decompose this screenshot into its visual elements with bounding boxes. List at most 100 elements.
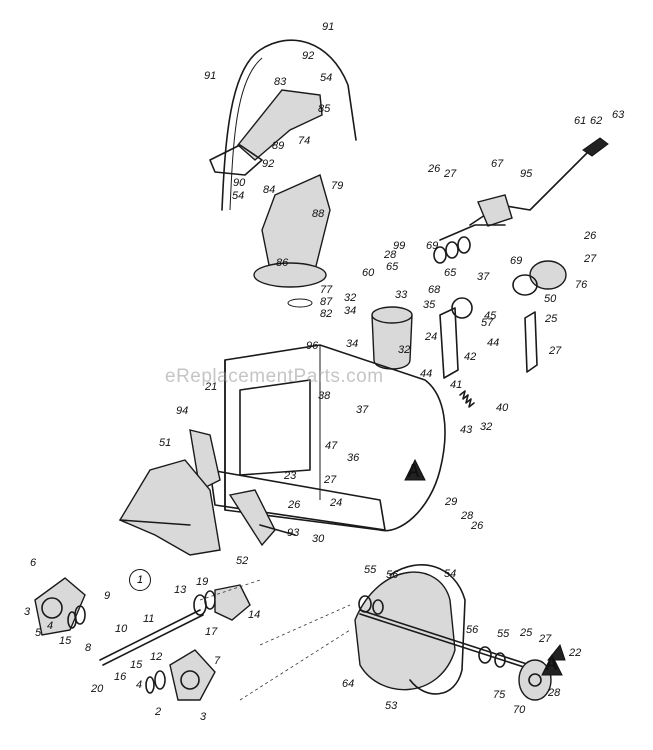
callout-label: 29 bbox=[445, 496, 458, 508]
callout-label: 27 bbox=[539, 633, 552, 645]
callout-label: 38 bbox=[318, 390, 331, 402]
callout-label: 36 bbox=[347, 452, 360, 464]
chute-deflector bbox=[237, 89, 323, 161]
callout-label: 47 bbox=[325, 440, 338, 452]
callout-label: 30 bbox=[312, 533, 325, 545]
callout-label: 86 bbox=[276, 257, 289, 269]
callout-label: 4 bbox=[136, 679, 143, 691]
chute-ring bbox=[253, 262, 327, 288]
callout-label: 33 bbox=[395, 289, 408, 301]
callout-label: 70 bbox=[513, 704, 526, 716]
callout-label: 35 bbox=[423, 299, 436, 311]
callout-label: 92 bbox=[302, 50, 315, 62]
callout-label: 54 bbox=[444, 568, 457, 580]
callout-label: 5 bbox=[35, 627, 42, 639]
callout-label: 53 bbox=[385, 700, 398, 712]
callout-label: 20 bbox=[91, 683, 104, 695]
auger-axle bbox=[359, 609, 531, 666]
callout-label: 23 bbox=[284, 470, 297, 482]
callout-label: 32 bbox=[398, 344, 411, 356]
callout-label: 28 bbox=[461, 510, 474, 522]
callout-label: 37 bbox=[356, 404, 369, 416]
callout-label: 84 bbox=[263, 184, 276, 196]
callout-label: 6 bbox=[30, 557, 37, 569]
cover-plate bbox=[214, 584, 251, 621]
callout-label: 12 bbox=[150, 651, 163, 663]
callout-label: 40 bbox=[496, 402, 509, 414]
callout-label: 54 bbox=[232, 190, 245, 202]
callout-label: 25 bbox=[520, 627, 533, 639]
callout-label: 63 bbox=[612, 109, 625, 121]
callout-label: 11 bbox=[143, 613, 155, 625]
gear-case-right bbox=[169, 649, 216, 701]
callout-label: 69 bbox=[510, 255, 523, 267]
callout-label: 74 bbox=[298, 135, 311, 147]
callout-label: 95 bbox=[520, 168, 533, 180]
callout-label: 69 bbox=[426, 240, 439, 252]
callout-label: 27 bbox=[444, 168, 457, 180]
callout-label: 21 bbox=[205, 381, 218, 393]
callout-label: 17 bbox=[205, 626, 218, 638]
callout-label: 14 bbox=[248, 609, 261, 621]
callout-label: 26 bbox=[471, 520, 484, 532]
callout-label: 43 bbox=[460, 424, 473, 436]
spring bbox=[459, 390, 475, 408]
callout-label: 75 bbox=[493, 689, 506, 701]
callout-label: 24 bbox=[330, 497, 343, 509]
callout-label: 44 bbox=[420, 368, 433, 380]
callout-label: 88 bbox=[312, 208, 325, 220]
callout-label: 28 bbox=[384, 249, 397, 261]
callout-label: 56 bbox=[466, 624, 479, 636]
side-plate bbox=[439, 307, 459, 379]
callout-label: 79 bbox=[331, 180, 344, 192]
callout-label: 26 bbox=[584, 230, 597, 242]
callout-label: 61 bbox=[574, 115, 587, 127]
callout-label: 93 bbox=[287, 527, 300, 539]
callout-label: 92 bbox=[262, 158, 275, 170]
chute-control-rod bbox=[221, 39, 357, 211]
callout-label: 27 bbox=[584, 253, 597, 265]
auger-spiral-left bbox=[354, 571, 456, 691]
marker-a bbox=[404, 458, 426, 481]
callout-label: 82 bbox=[320, 308, 333, 320]
callout-label: 3 bbox=[24, 606, 31, 618]
callout-label: 16 bbox=[114, 671, 127, 683]
auger-bearing bbox=[518, 659, 552, 701]
callout-label: 4 bbox=[47, 620, 54, 632]
callout-label: 87 bbox=[320, 296, 333, 308]
callout-label: 15 bbox=[59, 635, 72, 647]
callout-label: 3 bbox=[200, 711, 207, 723]
callout-label: 55 bbox=[364, 564, 377, 576]
callout-label: 22 bbox=[569, 647, 582, 659]
callout-label: 76 bbox=[575, 279, 588, 291]
callout-label: 62 bbox=[590, 115, 603, 127]
callout-label: 34 bbox=[344, 305, 357, 317]
callout-label: 42 bbox=[464, 351, 477, 363]
callout-label: 94 bbox=[176, 405, 189, 417]
callout-label: 19 bbox=[196, 576, 209, 588]
bearing-housing bbox=[529, 260, 567, 290]
callout-label: 67 bbox=[491, 158, 504, 170]
callout-label: 15 bbox=[130, 659, 143, 671]
callout-label: 91 bbox=[204, 70, 217, 82]
callout-label: 99 bbox=[393, 240, 406, 252]
callout-label: 28 bbox=[548, 687, 561, 699]
callout-label: 64 bbox=[342, 678, 355, 690]
callout-label: 50 bbox=[544, 293, 557, 305]
callout-label: 9 bbox=[104, 590, 111, 602]
callout-label: 10 bbox=[115, 623, 128, 635]
callout-label: 55 bbox=[497, 628, 510, 640]
callout-label: 41 bbox=[450, 379, 463, 391]
callout-label: 26 bbox=[288, 499, 301, 511]
callout-label: 54 bbox=[320, 72, 333, 84]
callout-label: 25 bbox=[545, 313, 558, 325]
callout-label: 37 bbox=[477, 271, 490, 283]
callout-label: 56 bbox=[386, 569, 399, 581]
drag-shoe bbox=[228, 489, 276, 547]
callout-label: A bbox=[545, 654, 558, 674]
callout-label: 2 bbox=[155, 706, 162, 718]
callout-label: 52 bbox=[236, 555, 249, 567]
callout-label: 32 bbox=[480, 421, 493, 433]
